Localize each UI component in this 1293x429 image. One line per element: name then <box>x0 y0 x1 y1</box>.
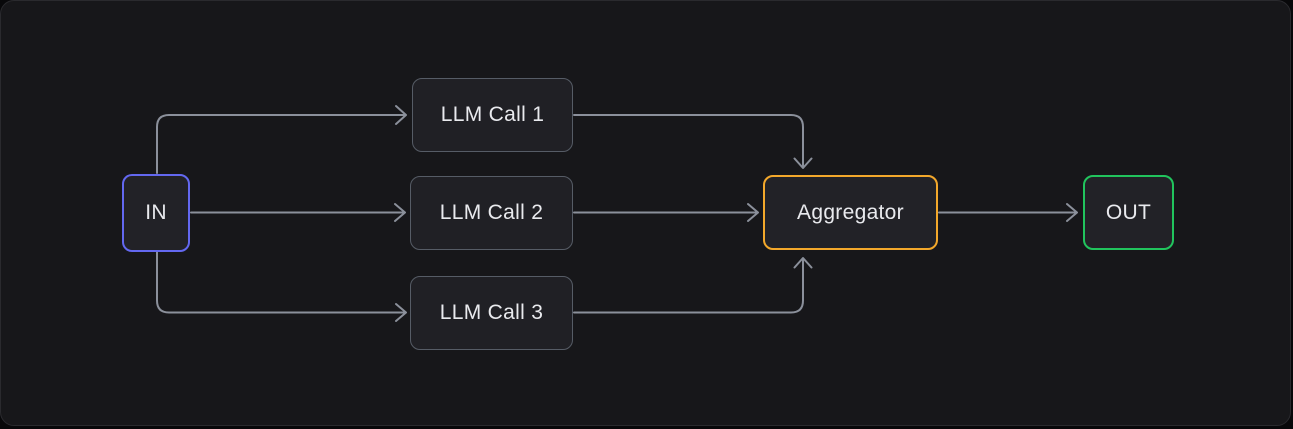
edge-in-to-llm2 <box>190 203 406 222</box>
node-out: OUT <box>1083 175 1174 250</box>
node-aggregator-label: Aggregator <box>797 200 904 224</box>
node-llm-call-2-label: LLM Call 2 <box>439 200 544 224</box>
edge-llm1-to-aggregator <box>573 114 813 169</box>
node-llm-call-3: LLM Call 3 <box>410 275 573 350</box>
edge-llm2-to-aggregator <box>573 203 759 222</box>
node-llm-call-3-label: LLM Call 3 <box>439 300 544 324</box>
node-in: IN <box>122 173 190 252</box>
node-aggregator: Aggregator <box>763 175 938 250</box>
edge-in-to-llm3 <box>156 251 407 322</box>
node-llm-call-1-label: LLM Call 1 <box>440 103 545 126</box>
node-out-label: OUT <box>1105 200 1152 224</box>
edge-in-to-llm1 <box>156 105 407 174</box>
node-llm-call-2: LLM Call 2 <box>410 175 573 250</box>
node-in-label: IN <box>145 200 167 224</box>
edge-llm3-to-aggregator <box>573 257 813 314</box>
edge-aggregator-to-out <box>938 203 1078 222</box>
node-llm-call-1: LLM Call 1 <box>412 78 573 152</box>
